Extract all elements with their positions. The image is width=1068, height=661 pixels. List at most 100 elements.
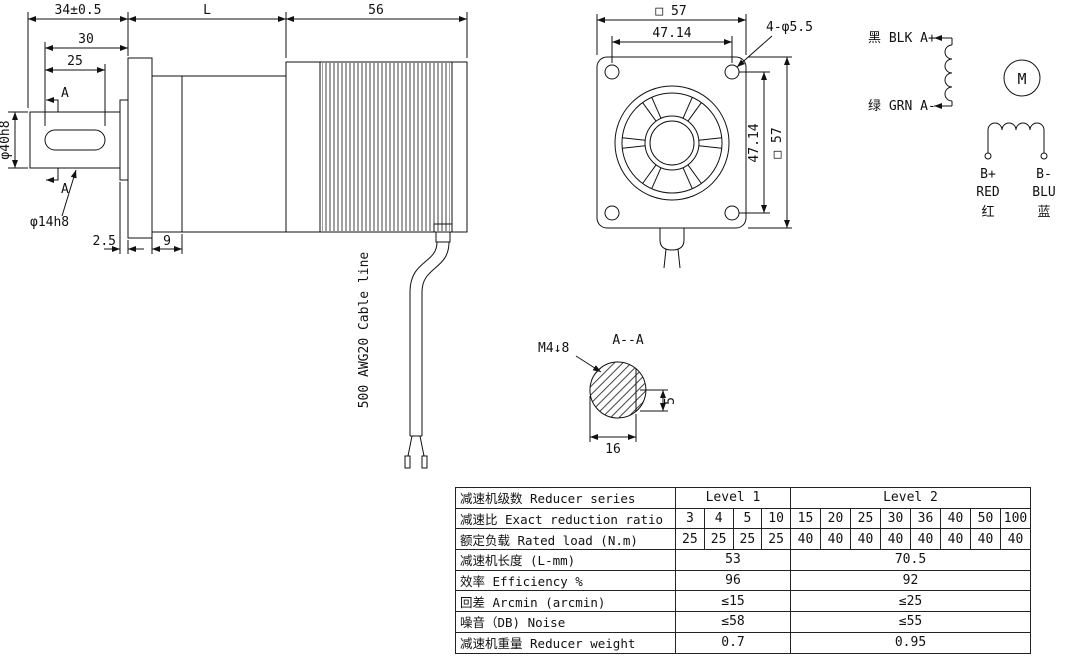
ratio-cell: 20 [820, 507, 851, 530]
wiring-diagram: 黑 BLK A+ 绿 GRN A- M B+ B- RED BLU 红 蓝 [868, 31, 1056, 220]
dim-sq57-right: □ 57 [748, 56, 792, 229]
motor-cable: 500 AWG20 Cable line [357, 231, 451, 469]
ratio-cell: 10 [761, 507, 791, 530]
blu-cn-label: 蓝 [1037, 205, 1050, 220]
row-efficiency: 效率 Efficiency % 96 92 [455, 569, 1031, 592]
row-label-ratio: 减速比 Exact reduction ratio [455, 507, 676, 530]
dim-5-text: 5 [663, 397, 678, 405]
dim-sq57-right-text: □ 57 [770, 127, 785, 158]
load-cell: 25 [732, 528, 763, 551]
level1-header: Level 1 [675, 487, 791, 509]
dim-16-text: 16 [605, 442, 621, 457]
row-label-length: 减速机长度 (L-mm) [455, 549, 676, 571]
load-cell: 40 [970, 528, 1001, 551]
reducer-spec-table: 减速机级数 Reducer series Level 1 Level 2 减速比… [455, 487, 1031, 654]
phase-a-coil [944, 44, 953, 102]
ratio-cell: 50 [970, 507, 1001, 530]
dim-56: 56 [286, 3, 468, 58]
level2-header: Level 2 [790, 487, 1031, 509]
dim-L: L [128, 3, 287, 58]
dim-25-text: 25 [67, 54, 83, 69]
row-load: 额定负载 Rated load (N.m) 25 25 25 25 40 40 … [455, 528, 1031, 551]
cable-label: 500 AWG20 Cable line [357, 252, 372, 409]
phase-a-plus-label: 黑 BLK A+ [868, 31, 936, 46]
row-length: 减速机长度 (L-mm) 53 70.5 [455, 549, 1031, 571]
noise-level2: ≤55 [790, 611, 1031, 633]
blu-label: BLU [1032, 185, 1055, 200]
row-weight: 减速机重量 Reducer weight 0.7 0.95 [455, 631, 1031, 654]
row-label-weight: 减速机重量 Reducer weight [455, 631, 676, 654]
row-label-backlash: 回差 Arcmin (arcmin) [455, 590, 676, 613]
fan-spokes [622, 97, 722, 189]
dim-2-5: 2.5 [93, 182, 144, 254]
drawing-svg: 34±0.5 L 56 30 25 [0, 3, 1056, 469]
cable-gland [659, 228, 685, 269]
motor-symbol [1003, 59, 1041, 97]
terminal-b-minus [1040, 152, 1048, 160]
output-shaft [29, 111, 121, 169]
row-backlash: 回差 Arcmin (arcmin) ≤15 ≤25 [455, 590, 1031, 613]
row-label-series: 减速机级数 Reducer series [455, 487, 676, 509]
dim-sq57-top-text: □ 57 [655, 4, 686, 19]
dim-phi14: φ14h8 [30, 169, 77, 230]
section-a-top-text: A [61, 86, 69, 101]
load-cell: 25 [761, 528, 791, 551]
thread-callout: M4↓8 [538, 341, 569, 356]
dim-4714-right: 47.14 [739, 71, 770, 214]
b-minus-label: B- [1036, 167, 1052, 182]
dim-9: 9 [151, 234, 183, 254]
motor-body [285, 61, 468, 233]
dim-5: 5 [640, 389, 678, 412]
load-cell: 40 [940, 528, 971, 551]
dim-bolt-holes-text: 4-φ5.5 [766, 20, 813, 35]
dim-4714-top: 47.14 [611, 26, 733, 63]
terminal-b-plus [984, 152, 992, 160]
section-view: A--A M4↓8 16 5 [538, 333, 678, 457]
backlash-level1: ≤15 [675, 590, 791, 613]
ratio-cell: 100 [1000, 507, 1031, 530]
motor-fins [322, 63, 450, 231]
row-noise: 噪音（DB) Noise ≤58 ≤55 [455, 611, 1031, 633]
load-cell: 40 [850, 528, 881, 551]
dim-4714-top-text: 47.14 [652, 26, 691, 41]
dim-bolt-holes: 4-φ5.5 [736, 20, 813, 68]
ratio-cell: 25 [850, 507, 881, 530]
weight-level2: 0.95 [790, 631, 1031, 654]
length-level1: 53 [675, 549, 791, 571]
ratio-cell: 30 [880, 507, 911, 530]
section-title: A--A [612, 333, 643, 348]
ratio-cell: 5 [732, 507, 763, 530]
flange-face [596, 56, 747, 229]
ratio-cell: 15 [790, 507, 821, 530]
dim-9-text: 9 [163, 234, 171, 249]
section-mark-a-bottom: A [46, 168, 69, 197]
front-view: □ 57 47.14 4-φ5.5 [596, 4, 813, 269]
motor-symbol-label: M [1017, 70, 1026, 88]
load-cell: 40 [820, 528, 851, 551]
ratio-cell: 4 [703, 507, 734, 530]
efficiency-level2: 92 [790, 569, 1031, 592]
row-label-efficiency: 效率 Efficiency % [455, 569, 676, 592]
load-cell: 40 [910, 528, 941, 551]
load-cell: 40 [1000, 528, 1031, 551]
section-a-bottom-text: A [61, 182, 69, 197]
gearbox-body [119, 57, 287, 239]
row-label-load: 额定负载 Rated load (N.m) [455, 528, 676, 551]
load-cell: 40 [790, 528, 821, 551]
dim-4714-right-text: 47.14 [747, 123, 762, 162]
dim-phi40-text: φ40h8 [0, 120, 13, 159]
dim-phi40: φ40h8 [0, 111, 28, 169]
length-level2: 70.5 [790, 549, 1031, 571]
dim-16: 16 [589, 396, 637, 457]
dim-sq57-top: □ 57 [596, 4, 747, 55]
dim-phi14-text: φ14h8 [30, 215, 69, 230]
section-mark-a-top: A [46, 86, 69, 112]
noise-level1: ≤58 [675, 611, 791, 633]
dim-25: 25 [45, 54, 106, 126]
backlash-level2: ≤25 [790, 590, 1031, 613]
red-label: RED [976, 185, 1000, 200]
phase-a-minus-label: 绿 GRN A- [868, 99, 936, 114]
load-cell: 40 [880, 528, 911, 551]
ratio-cell: 36 [910, 507, 941, 530]
load-cell: 25 [675, 528, 705, 551]
